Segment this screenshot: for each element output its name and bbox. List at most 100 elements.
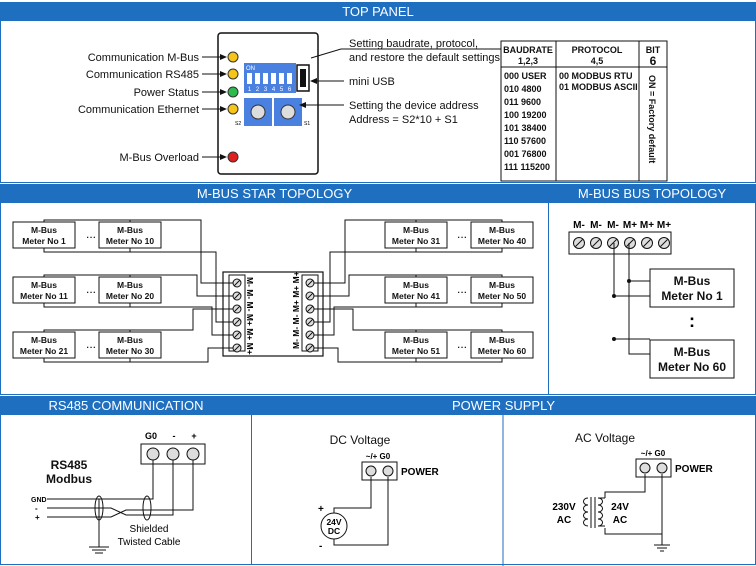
star-meter-right-last — [470, 331, 534, 359]
rs485-subtitle: Modbus — [46, 472, 92, 486]
status-led — [227, 51, 239, 63]
star-right-screw-slot — [306, 344, 314, 352]
star-meter-left-last — [98, 331, 162, 359]
rs485-label-minus: - — [173, 431, 176, 441]
status-led — [227, 151, 239, 163]
star-topology-diagram: M- M- M- M+ M+ M+ M- M- M- M+ M+ M+ M-Bu… — [12, 219, 534, 363]
led-arrow-head — [220, 71, 227, 77]
star-right-screw-slot — [306, 305, 314, 313]
star-topology-header: M-BUS STAR TOPOLOGY — [1, 185, 548, 203]
ac-secondary-leads — [598, 497, 605, 527]
bus-terminal-label: M- — [590, 220, 602, 231]
dip-switch-3[interactable] — [263, 73, 268, 84]
star-right-screw-slot — [306, 279, 314, 287]
settings-callout-line2: and restore the default settings — [349, 52, 501, 64]
status-led — [227, 86, 239, 98]
meter-type: M-Bus — [489, 225, 515, 235]
led-arrow-head — [220, 106, 227, 112]
meter-type: M-Bus — [117, 335, 143, 345]
rs485-section: RS485 COMMUNICATION G0 - + RS485 Modbus … — [0, 396, 252, 565]
meter-number: Meter No 40 — [478, 236, 526, 246]
star-meter-right-last — [470, 276, 534, 304]
table-head-protocol-bits: 4,5 — [591, 56, 604, 66]
rs485-diagram: G0 - + RS485 Modbus GND - + Shielded Twi… — [31, 431, 206, 554]
star-ellipsis-left: ... — [86, 337, 96, 351]
led-label: M-Bus Overload — [120, 152, 199, 164]
rs485-screw-minus — [166, 447, 180, 461]
ac-voltage-title: AC Voltage — [575, 431, 635, 445]
meter-number: Meter No 31 — [392, 236, 440, 246]
bus-meter-first — [649, 268, 735, 308]
dc-terminal-label: ~/+ G0 — [366, 452, 391, 461]
rs485-cable-label-1: Shielded — [130, 524, 169, 535]
mini-usb-socket — [300, 69, 306, 87]
dip-switch-6[interactable] — [287, 73, 292, 84]
status-led — [227, 103, 239, 115]
rotary-knob-s1 — [280, 104, 296, 120]
star-left-screw-slot — [233, 318, 241, 326]
star-left-screw-slot — [233, 331, 241, 339]
bus-topology-diagram: M-M-M-M+M+M+ M-Bus Meter No 1 : M-Bus Me… — [568, 220, 735, 379]
star-left-wire-minus — [43, 274, 233, 297]
meter-type: M-Bus — [489, 335, 515, 345]
top-panel-header: TOP PANEL — [1, 3, 755, 21]
dip-switch-1[interactable] — [247, 73, 252, 84]
address-callout-line2: Address = S2*10 + S1 — [349, 114, 458, 126]
bus-screw-slot — [575, 239, 583, 247]
usb-callout-label: mini USB — [349, 76, 395, 88]
star-right-wire-minus — [314, 308, 503, 332]
status-led — [227, 68, 239, 80]
dc-wire-plus — [333, 477, 372, 513]
star-left-wire-minus — [43, 308, 233, 332]
meter-number: Meter No 50 — [478, 291, 526, 301]
meter-number: Meter No 20 — [106, 291, 154, 301]
star-meter-right-first — [384, 331, 448, 359]
ac-secondary-type: AC — [613, 515, 627, 526]
dip-switch-number: 4 — [272, 87, 276, 93]
star-right-screw-slot — [306, 331, 314, 339]
star-meter-right-last — [470, 221, 534, 249]
bus-terminal-label: M+ — [640, 220, 654, 231]
table-head-baudrate-bits: 1,2,3 — [518, 56, 538, 66]
meter-number: Meter No 60 — [478, 346, 526, 356]
dip-on-label: ON — [246, 66, 255, 72]
star-meter-right-first — [384, 221, 448, 249]
star-ellipsis-left: ... — [86, 282, 96, 296]
baudrate-row: 111 115200 — [504, 162, 550, 172]
star-right-wire-plus — [314, 347, 503, 363]
meter-number: Meter No 10 — [106, 236, 154, 246]
led-arrow-head — [220, 154, 227, 160]
dip-switch-number: 6 — [288, 87, 292, 93]
rs485-ground-symbol — [89, 546, 109, 554]
ac-transformer-primary — [583, 497, 589, 527]
dip-switch-4[interactable] — [271, 73, 276, 84]
meter-number: Meter No 51 — [392, 346, 440, 356]
dip-switch-5[interactable] — [279, 73, 284, 84]
power-supply-section: POWER SUPPLY DC Voltage ~/+ G0 POWER 24V… — [251, 396, 756, 566]
meter-type: M-Bus — [403, 225, 429, 235]
star-left-wire-plus — [43, 303, 233, 336]
bus-screw-slot — [592, 239, 600, 247]
rs485-cable-shield-left — [94, 495, 104, 521]
led-arrow-head — [220, 89, 227, 95]
rs485-screw-g0 — [146, 447, 160, 461]
bus-screw-slot — [609, 239, 617, 247]
meter-number: Meter No 11 — [20, 291, 68, 301]
meter-type: M-Bus — [31, 335, 57, 345]
star-right-screw-slot — [306, 292, 314, 300]
rs485-gnd-label: GND — [31, 497, 47, 504]
dip-switch-2[interactable] — [255, 73, 260, 84]
address-arrow-head — [299, 102, 306, 108]
bus-junction-3 — [612, 337, 616, 341]
dip-switch-number: 1 — [248, 87, 252, 93]
ac-screw-line — [639, 462, 651, 474]
ac-screw-g0 — [656, 462, 668, 474]
settings-callout-line1: Setting baudrate, protocol, — [349, 38, 478, 50]
dc-screw-g0 — [382, 465, 394, 477]
meter-number: Meter No 1 — [22, 236, 66, 246]
power-supply-header: POWER SUPPLY — [252, 397, 755, 415]
rs485-plus-label: + — [35, 513, 40, 522]
bus-junction-2 — [627, 279, 631, 283]
baudrate-row: 010 4800 — [504, 84, 542, 94]
usb-arrow-head — [310, 78, 317, 84]
